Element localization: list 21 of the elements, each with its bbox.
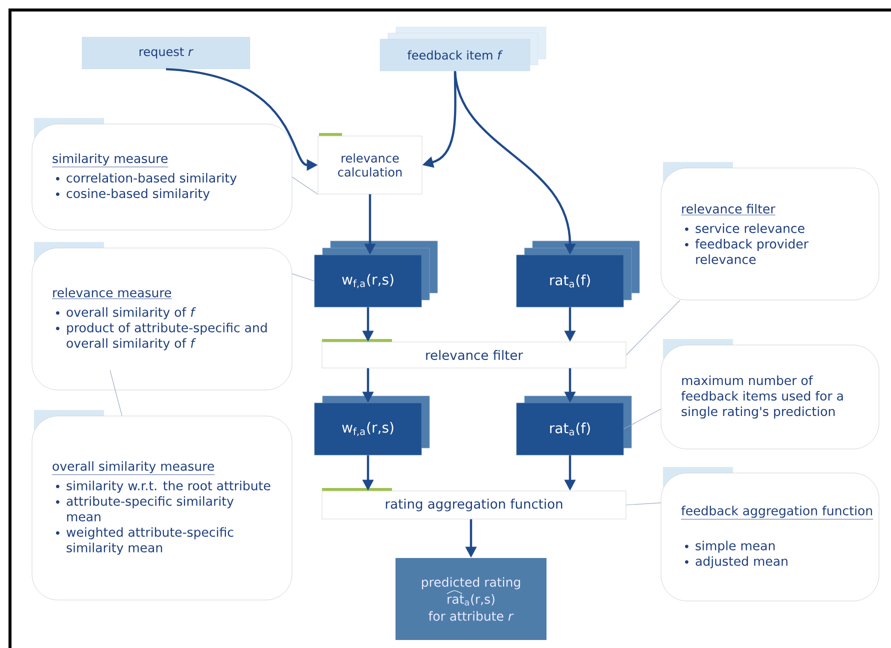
leader-line [110,370,122,416]
speech-bubble: relevance filter service relevance feedback provider relevance [660,162,880,300]
speech-bubble: similarity measure correlation-based similarity cosine-based similarity [32,118,292,230]
value-box: rat$_{a}$(f) [516,396,632,456]
leader-line [623,408,662,430]
input-box: request r [82,36,250,70]
process-bar: rating aggregation function [322,488,626,520]
speech-bubble: feedback aggregation function simple mean adjusted mean [660,467,880,602]
speech-bubble: overall similarity measure similarity w.r.t. the root attribute attribute-specific similarity mean weighted attribute-specific similarity mean [32,410,292,600]
process-box: relevance calculation [318,133,422,194]
leader-line [292,176,318,194]
speech-bubble: maximum number of feedback items used for a single rating's prediction [660,339,880,450]
process-bar: relevance filter [322,339,626,368]
speech-bubble: relevance measure overall similarity of f product of attribute-specific and overall similarity of f [32,242,292,390]
value-box: w$_{f,a}$(r,s) [314,240,438,308]
value-box: rat$_{a}$(f) [516,240,640,308]
input-box: feedback item f [380,26,546,72]
result-box: predicted rating rat$_{a}$(r,s) for attribute r [396,558,546,640]
leader-line [626,300,680,356]
value-box: w$_{f,a}$(r,s) [314,396,430,456]
leader-line [626,502,662,506]
